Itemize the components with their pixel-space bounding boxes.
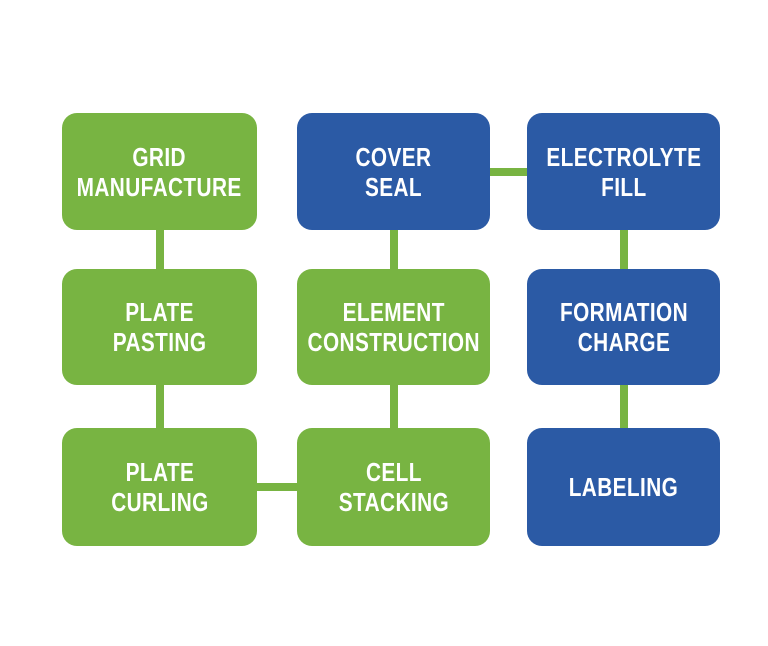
- connector-electrolyte-fill-formation-charge: [620, 229, 628, 271]
- connector-cell-stacking-element-construction: [390, 384, 398, 430]
- node-label: GRID MANUFACTURE: [77, 142, 242, 202]
- node-labeling: LABELING: [527, 428, 720, 546]
- node-label-line1: PLATE: [125, 297, 194, 327]
- node-label: PLATE PASTING: [113, 297, 207, 357]
- node-label: ELEMENT CONSTRUCTION: [307, 297, 479, 357]
- node-electrolyte-fill: ELECTROLYTE FILL: [527, 113, 720, 230]
- node-label-line1: CELL: [365, 457, 422, 487]
- node-label-line2: MANUFACTURE: [77, 171, 243, 202]
- node-label-line2: CHARGE: [577, 327, 670, 357]
- node-label: CELL STACKING: [338, 457, 448, 517]
- node-label-line1: COVER: [355, 141, 432, 172]
- connector-plate-pasting-plate-curling: [156, 384, 164, 430]
- node-label-line2: PASTING: [112, 327, 207, 357]
- node-plate-curling: PLATE CURLING: [62, 428, 257, 546]
- connector-grid-manufacture-plate-pasting: [156, 229, 164, 271]
- node-formation-charge: FORMATION CHARGE: [527, 269, 720, 385]
- node-label: PLATE CURLING: [111, 457, 209, 517]
- node-plate-pasting: PLATE PASTING: [62, 269, 257, 385]
- node-label-line1: LABELING: [568, 472, 679, 502]
- connector-element-construction-cover-seal: [390, 229, 398, 271]
- node-label-line1: PLATE: [125, 457, 194, 487]
- node-cell-stacking: CELL STACKING: [297, 428, 490, 546]
- node-label-line2: CURLING: [110, 487, 209, 517]
- node-label: COVER SEAL: [356, 142, 432, 202]
- node-grid-manufacture: GRID MANUFACTURE: [62, 113, 257, 230]
- node-label: LABELING: [569, 472, 679, 502]
- node-cover-seal: COVER SEAL: [297, 113, 490, 230]
- node-label-line1: GRID: [132, 141, 187, 172]
- node-element-construction: ELEMENT CONSTRUCTION: [297, 269, 490, 385]
- node-label: FORMATION CHARGE: [560, 297, 688, 357]
- connector-cover-seal-electrolyte-fill: [489, 168, 528, 176]
- node-label-line2: FILL: [600, 171, 647, 202]
- connector-formation-charge-labeling: [620, 384, 628, 430]
- node-label-line2: STACKING: [338, 487, 449, 517]
- node-label-line2: SEAL: [364, 171, 423, 202]
- node-label: ELECTROLYTE FILL: [546, 142, 701, 202]
- node-label-line1: FORMATION: [559, 297, 688, 327]
- node-label-line1: ELECTROLYTE: [545, 141, 702, 172]
- node-label-line2: CONSTRUCTION: [307, 327, 480, 357]
- connector-plate-curling-cell-stacking: [256, 483, 298, 491]
- node-label-line1: ELEMENT: [342, 297, 445, 327]
